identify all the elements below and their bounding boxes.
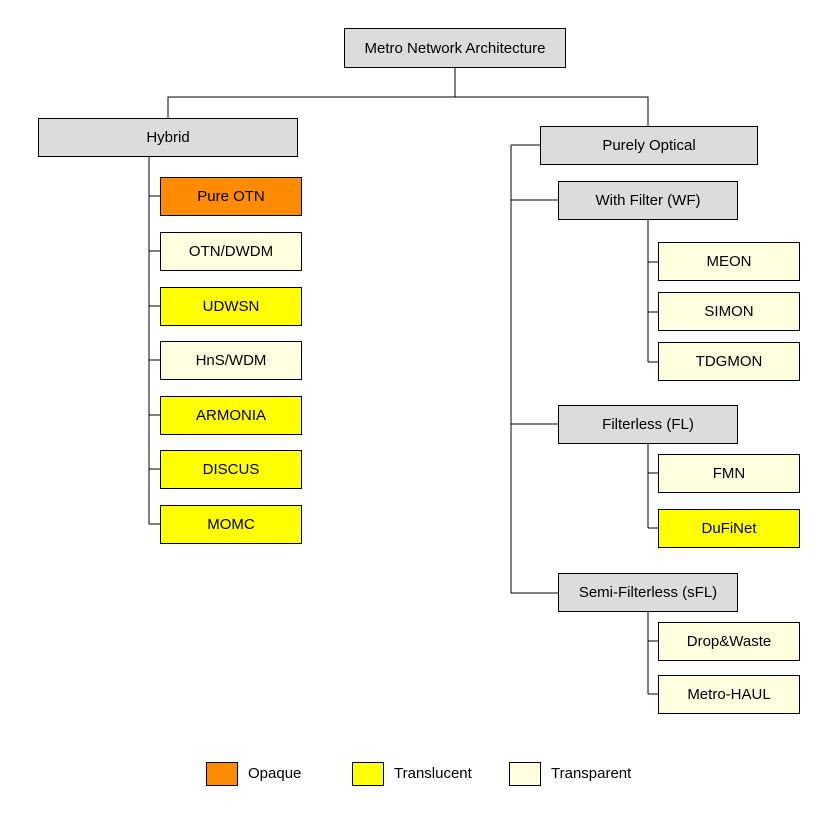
legend-label-translucent: Translucent [394, 765, 472, 782]
node-tdgmon: TDGMON [658, 342, 800, 381]
node-with-filter: With Filter (WF) [558, 181, 738, 220]
node-drop-waste: Drop&Waste [658, 622, 800, 661]
legend-swatch-opaque [206, 762, 238, 786]
legend-swatch-transparent [509, 762, 541, 786]
node-semi-filterless: Semi-Filterless (sFL) [558, 573, 738, 612]
node-dufinet: DuFiNet [658, 509, 800, 548]
node-root: Metro Network Architecture [344, 28, 566, 68]
node-hns-wdm: HnS/WDM [160, 341, 302, 380]
node-filterless: Filterless (FL) [558, 405, 738, 444]
legend-label-transparent: Transparent [551, 765, 632, 782]
node-discus: DISCUS [160, 450, 302, 489]
node-otn-dwdm: OTN/DWDM [160, 232, 302, 271]
legend-swatch-translucent [352, 762, 384, 786]
node-hybrid: Hybrid [38, 118, 298, 157]
node-momc: MOMC [160, 505, 302, 544]
node-simon: SIMON [658, 292, 800, 331]
node-purely-optical: Purely Optical [540, 126, 758, 165]
node-meon: MEON [658, 242, 800, 281]
connector-root-branches [167, 68, 456, 118]
connector-root-optical [455, 96, 649, 126]
node-metro-haul: Metro-HAUL [658, 675, 800, 714]
node-fmn: FMN [658, 454, 800, 493]
node-pure-otn: Pure OTN [160, 177, 302, 216]
legend-label-opaque: Opaque [248, 765, 302, 782]
node-udwsn: UDWSN [160, 287, 302, 326]
node-armonia: ARMONIA [160, 396, 302, 435]
